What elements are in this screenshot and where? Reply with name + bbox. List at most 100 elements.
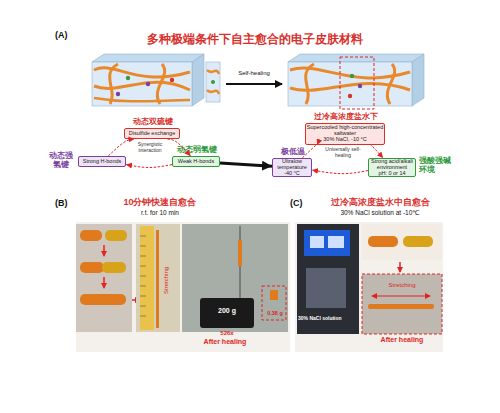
- photo-panel-b: [103, 277, 105, 288]
- broken-fragment: [206, 62, 220, 102]
- polymer-network-block: [92, 54, 204, 106]
- photo-panel-b: [136, 224, 180, 332]
- box-heading: 动态双硫键: [113, 118, 193, 127]
- broken-fragment: [206, 62, 220, 102]
- photo-panel-c: [372, 296, 430, 297]
- photo-panel-b: [76, 224, 132, 332]
- cycle-arrow: [370, 144, 383, 158]
- photo-panel-c: [362, 274, 442, 334]
- photo-panel-c: [403, 236, 433, 247]
- annotation-label: Stretching: [163, 255, 170, 305]
- polymer-network-block: [94, 98, 190, 101]
- annotation-label: 200 g: [204, 307, 250, 315]
- healed-network-block: [288, 54, 424, 62]
- cycle-arrow: [126, 165, 172, 168]
- box-text: Ultralow temperature: [273, 159, 311, 171]
- annotation-label: 30% NaCl solution: [298, 316, 358, 322]
- polymer-network-block: [146, 82, 150, 86]
- polymer-network-block: [170, 78, 174, 82]
- annotation-label: Stretching: [372, 282, 432, 289]
- polymer-network-block: [92, 62, 192, 106]
- photo-panel-b: [80, 230, 102, 241]
- photo-panel-c: [362, 224, 442, 260]
- mechanism-box: 动态双硫键Disulfide exchange: [124, 128, 180, 139]
- annotation-label: (A): [55, 30, 75, 40]
- photo-panel-c: [328, 236, 344, 248]
- polymer-network-block: [126, 76, 130, 80]
- box-heading: 过冷高浓度盐水下: [296, 113, 396, 122]
- cycle-arrow: [312, 170, 368, 174]
- annotation-label: (B): [55, 198, 75, 208]
- photo-panel-c: [295, 222, 443, 352]
- healed-network-block: [358, 84, 362, 88]
- annotation-label: After healing: [190, 338, 260, 346]
- box-text: -40 °C: [284, 171, 300, 177]
- mechanism-box: 动态强氢键Strong H-bonds: [78, 156, 126, 167]
- broken-fragment: [211, 80, 215, 84]
- photo-panel-b: [182, 224, 288, 332]
- mechanism-box: 动态弱氢键Weak H-bonds: [172, 156, 220, 167]
- photo-panel-b: [140, 226, 154, 330]
- healed-network-block: [387, 64, 394, 104]
- polymer-network-block: [192, 54, 204, 106]
- transition-arrow: [220, 163, 272, 166]
- box-heading: 强酸强碱环境: [419, 157, 455, 175]
- polymer-network-block: [157, 64, 164, 104]
- box-text: Disulfide exchange: [129, 131, 175, 137]
- photo-panel-b: [102, 262, 126, 273]
- photo-panel-b: [76, 222, 290, 352]
- self-healing-arrow: [226, 83, 282, 85]
- cycle-arrow: [302, 144, 317, 158]
- box-heading: 极低温: [253, 148, 333, 157]
- photo-panel-b: [200, 298, 254, 328]
- photo-panel-b: [103, 245, 105, 256]
- photo-panel-c: [295, 222, 443, 352]
- broken-fragment: [207, 90, 219, 94]
- annotation-label: 0.38 g: [262, 310, 288, 316]
- mechanism-box: 强酸强碱环境Strong acid/alkali environmentpH: …: [368, 158, 416, 177]
- box-text: Supercooled high-concentrated saltwater: [306, 125, 384, 137]
- photo-panel-c: [368, 236, 398, 247]
- cycle-arrow: [168, 139, 191, 156]
- photo-panel-c: [310, 236, 324, 248]
- box-text: Strong H-bonds: [83, 159, 122, 165]
- box-text: Strong acid/alkali environment: [369, 159, 415, 171]
- annotation-label: r.t. for 10 min: [95, 209, 225, 216]
- annotation-label: 526x: [204, 330, 250, 337]
- box-heading: 动态强氢键: [47, 152, 75, 170]
- photo-panel-c: [306, 268, 346, 308]
- cycle-arrow: [108, 139, 134, 156]
- annotation-label: Universally self-healing: [320, 147, 366, 159]
- photo-panel-c: [304, 230, 350, 256]
- healed-network-block: [348, 94, 352, 98]
- photo-panel-c: [368, 304, 434, 309]
- photo-panel-b: [140, 236, 146, 316]
- photo-panel-c: [399, 262, 401, 272]
- box-text: Weak H-bonds: [178, 159, 214, 165]
- box-text: pH: 0 or 14: [378, 171, 405, 177]
- box-heading: 动态弱氢键: [157, 146, 237, 155]
- photo-panel-b: [270, 290, 278, 300]
- polymer-network-block: [92, 54, 204, 62]
- annotation-label: 10分钟快速自愈合: [95, 197, 225, 207]
- annotation-label: (C): [290, 198, 312, 208]
- mechanism-box: 过冷高浓度盐水下Supercooled high-concentrated sa…: [305, 123, 385, 145]
- figure-title: 多种极端条件下自主愈合的电子皮肤材料: [65, 33, 445, 46]
- polymer-network-block: [116, 92, 120, 96]
- annotation-label: Self-healing: [226, 70, 282, 77]
- polymer-network-block: [94, 82, 190, 90]
- healed-network-block: [412, 54, 424, 106]
- box-text: 30% NaCl, -10 °C: [323, 137, 366, 143]
- photo-panel-b: [156, 230, 159, 328]
- photo-panel-b: [238, 240, 242, 266]
- broken-fragment: [207, 70, 219, 74]
- mechanism-box: 极低温Ultralow temperature-40 °C: [272, 158, 312, 177]
- annotation-label: After healing: [362, 336, 442, 344]
- healed-network-block: [288, 54, 424, 109]
- polymer-network-block: [110, 64, 118, 104]
- annotation-label: 30% NaCl solution at -10℃: [310, 209, 450, 216]
- healed-network-block: [288, 62, 412, 106]
- photo-panel-b: [105, 230, 127, 241]
